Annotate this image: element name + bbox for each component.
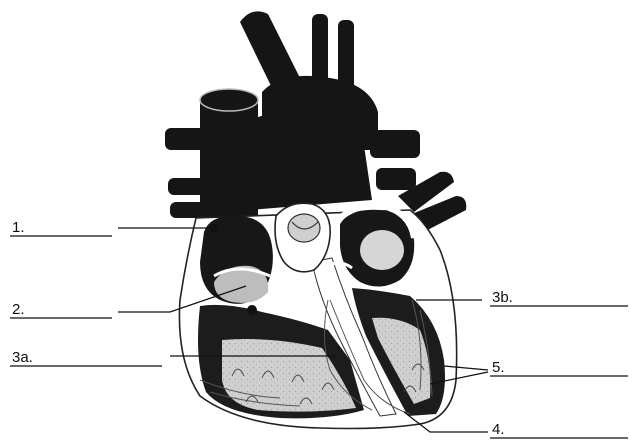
label-5-text: 5. <box>492 359 505 376</box>
heart-body <box>179 203 456 428</box>
label-1: 1. <box>10 219 212 236</box>
pulmonary-trunk <box>250 109 372 210</box>
great-vessels <box>165 11 466 236</box>
superior-vena-cava-opening <box>200 89 258 111</box>
left-pulmonary-artery-upper <box>165 128 211 150</box>
label-4-text: 4. <box>492 421 505 438</box>
label-2-text: 2. <box>12 301 25 318</box>
label-5: 5. <box>430 359 628 384</box>
label-1-text: 1. <box>12 219 25 236</box>
left-atrium-opening <box>360 230 404 270</box>
right-pulmonary-vein-mid <box>376 168 416 190</box>
right-pulmonary-artery <box>370 130 420 158</box>
label-3a-text: 3a. <box>12 349 33 366</box>
atrioventricular-node <box>247 305 257 315</box>
superior-vena-cava <box>200 96 258 218</box>
left-pulmonary-artery-lower <box>168 178 212 195</box>
right-pulmonary-vein-lower <box>170 202 210 218</box>
label-3b-text: 3b. <box>492 289 513 306</box>
aortic-valve <box>288 214 320 242</box>
